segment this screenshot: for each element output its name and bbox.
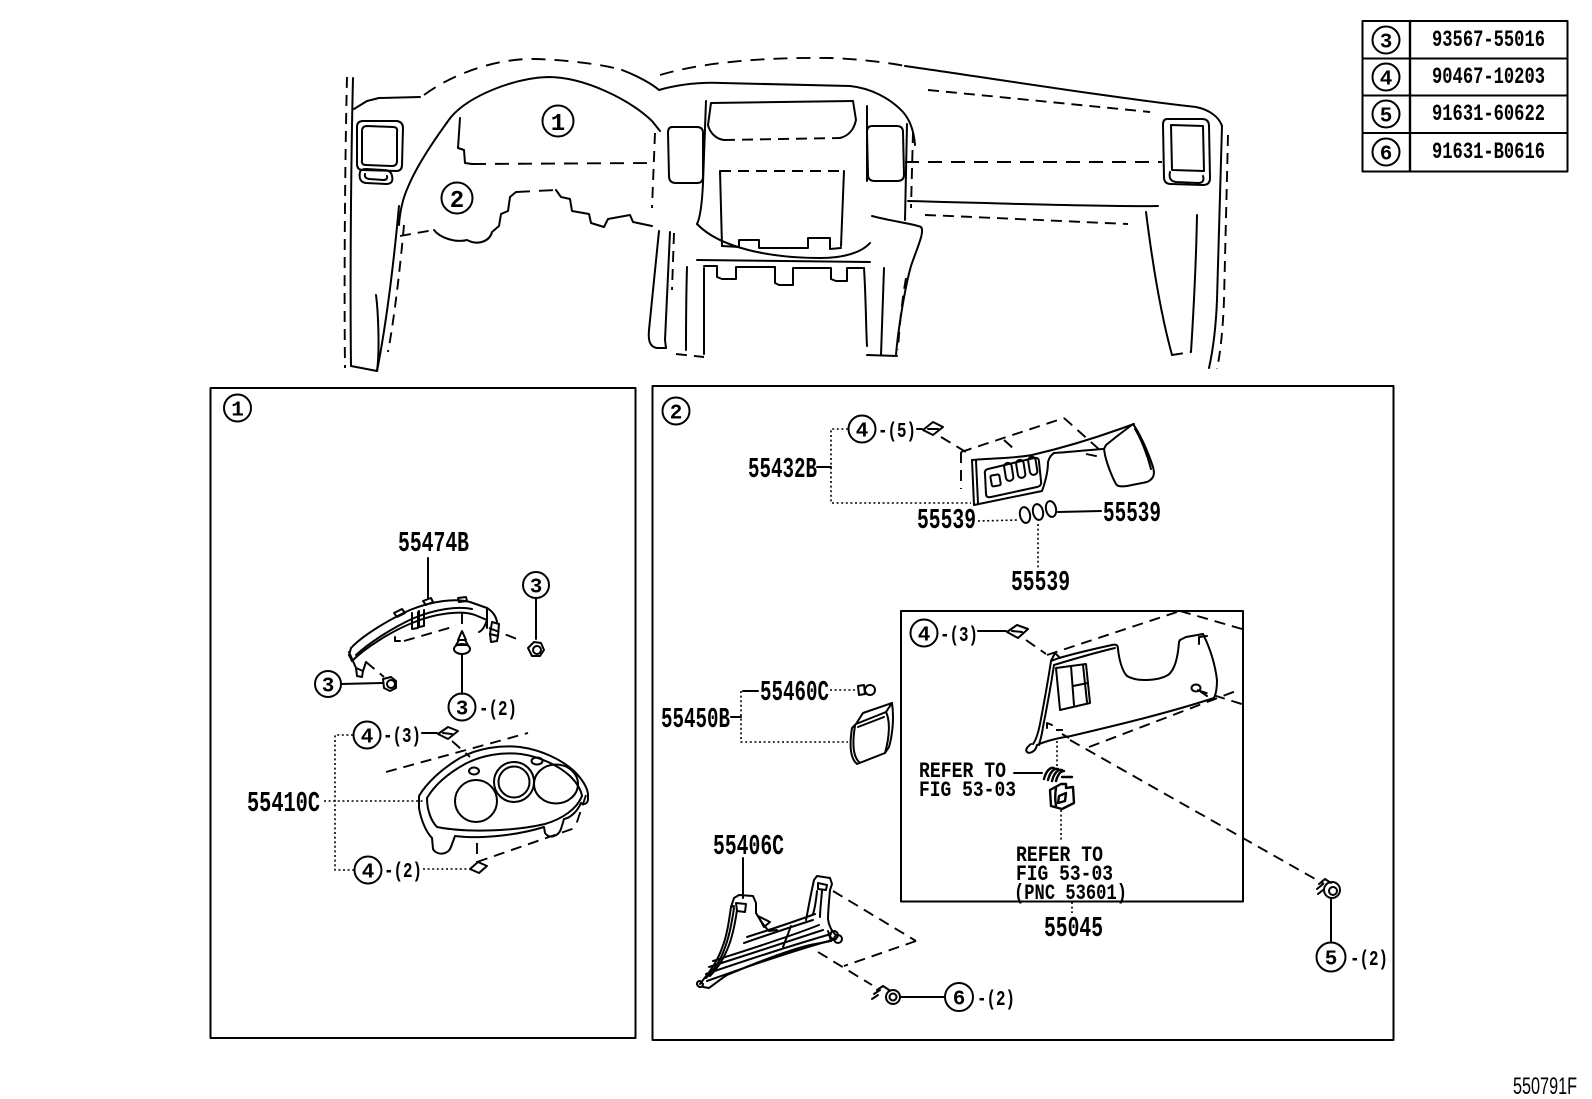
svg-text:3: 3 bbox=[456, 699, 469, 722]
svg-text:1: 1 bbox=[231, 400, 244, 423]
svg-text:6: 6 bbox=[1380, 144, 1393, 167]
svg-text:3: 3 bbox=[530, 577, 543, 600]
svg-text:(PNC 53601): (PNC 53601) bbox=[1014, 881, 1127, 906]
svg-text:6: 6 bbox=[953, 989, 966, 1012]
svg-text:91631-B0616: 91631-B0616 bbox=[1432, 139, 1545, 165]
svg-text:4: 4 bbox=[362, 862, 375, 885]
svg-text:55460C: 55460C bbox=[760, 676, 829, 709]
svg-text:55045: 55045 bbox=[1044, 912, 1103, 945]
svg-text:55539: 55539 bbox=[1103, 497, 1161, 530]
svg-text:4: 4 bbox=[1380, 69, 1393, 92]
svg-text:FIG 53-03: FIG 53-03 bbox=[1016, 862, 1113, 887]
svg-text:93567-55016: 93567-55016 bbox=[1432, 27, 1545, 53]
svg-text:2: 2 bbox=[670, 403, 683, 426]
svg-text:55539: 55539 bbox=[1011, 566, 1070, 599]
svg-text:55406C: 55406C bbox=[713, 830, 784, 863]
svg-text:2: 2 bbox=[450, 188, 464, 215]
svg-text:91631-60622: 91631-60622 bbox=[1432, 101, 1545, 127]
svg-text:4: 4 bbox=[856, 421, 869, 444]
svg-text:REFER TO: REFER TO bbox=[1016, 843, 1103, 868]
svg-text:3: 3 bbox=[322, 676, 335, 699]
svg-text:55432B: 55432B bbox=[748, 453, 817, 486]
svg-text:3: 3 bbox=[1380, 32, 1393, 55]
svg-text:55450B: 55450B bbox=[661, 703, 730, 736]
svg-text:-(3): -(3) bbox=[383, 726, 421, 749]
svg-text:55539: 55539 bbox=[917, 504, 976, 537]
svg-text:-(2): -(2) bbox=[1350, 949, 1388, 972]
svg-text:4: 4 bbox=[918, 625, 931, 648]
svg-text:1: 1 bbox=[551, 111, 565, 138]
svg-text:5: 5 bbox=[1380, 106, 1393, 129]
svg-text:FIG 53-03: FIG 53-03 bbox=[919, 778, 1016, 803]
svg-text:4: 4 bbox=[361, 727, 374, 750]
svg-text:-(3): -(3) bbox=[940, 625, 978, 648]
svg-text:55474B: 55474B bbox=[398, 527, 469, 560]
svg-text:55410C: 55410C bbox=[247, 787, 320, 820]
svg-text:5: 5 bbox=[1325, 949, 1338, 972]
svg-text:REFER TO: REFER TO bbox=[919, 759, 1006, 784]
svg-text:90467-10203: 90467-10203 bbox=[1432, 64, 1545, 90]
svg-text:-(2): -(2) bbox=[384, 861, 422, 884]
svg-text:-(2): -(2) bbox=[479, 699, 517, 722]
svg-text:-(5): -(5) bbox=[878, 421, 916, 444]
svg-text:550791F: 550791F bbox=[1513, 1073, 1577, 1099]
svg-text:-(2): -(2) bbox=[977, 989, 1015, 1012]
